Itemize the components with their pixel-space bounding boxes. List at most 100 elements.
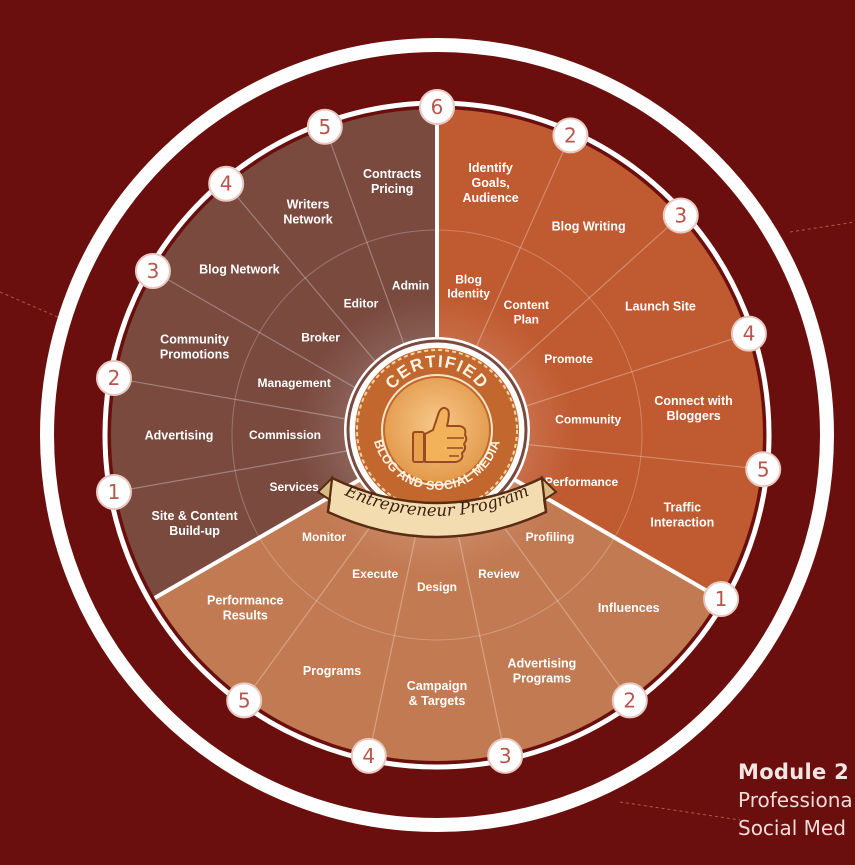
- step-number-bottom: 1: [715, 587, 728, 611]
- spoke-line: [115, 377, 347, 420]
- spoke-line: [368, 524, 419, 755]
- banner-fold-right: [540, 475, 558, 513]
- inner-label-bottom: Monitor: [302, 530, 346, 544]
- outer-ring: [40, 38, 834, 832]
- step-number-circle: [208, 165, 245, 202]
- inner-label-left: Management: [257, 376, 330, 390]
- outer-label-bottom: Influences: [598, 601, 660, 615]
- dashed-connector-right: [789, 221, 855, 233]
- certified-badge: CERTIFIED BLOG AND SOCIAL MEDIA Entrepre…: [316, 337, 558, 539]
- step-number-badge: 2: [95, 360, 132, 397]
- step-number-bottom: 3: [499, 744, 512, 768]
- step-number-right: 4: [743, 322, 756, 346]
- step-number-left: 1: [108, 480, 121, 504]
- step-number-right: 3: [674, 204, 687, 228]
- step-number-circle: [487, 737, 524, 774]
- step-number-circle: [730, 315, 767, 352]
- inner-label-left: Editor: [344, 297, 379, 311]
- inner-label-left: Admin: [392, 279, 429, 293]
- step-number-left: 4: [220, 172, 233, 196]
- step-number-bottom: 2: [623, 688, 636, 712]
- step-number-bottom: 4: [362, 744, 375, 768]
- step-number-left: 6: [431, 95, 444, 119]
- step-number-badge: 4: [730, 315, 767, 352]
- outer-label-bottom: Programs: [303, 664, 361, 678]
- step-number-circle: [95, 473, 132, 510]
- step-number-circle: [611, 682, 648, 719]
- badge-inner-ring: [381, 374, 493, 486]
- spoke-line: [115, 450, 347, 493]
- spoke-line: [473, 136, 571, 352]
- step-number-right: 2: [564, 123, 577, 147]
- step-number-circle: [745, 451, 782, 488]
- inner-label-right: Community: [555, 412, 621, 426]
- step-number-badge: 1: [95, 473, 132, 510]
- inner-label-left: Services: [269, 480, 319, 494]
- step-number-circle: [419, 89, 455, 125]
- outer-label-right: Launch Site: [625, 299, 696, 313]
- spoke-line: [455, 524, 506, 755]
- step-number-circle: [226, 682, 263, 719]
- step-number-badge: 2: [611, 682, 648, 719]
- step-number-right: 5: [757, 457, 770, 481]
- step-number-left: 2: [108, 366, 121, 390]
- step-number-badge: 3: [134, 253, 171, 289]
- dashed-connector-bottom: [619, 801, 741, 821]
- step-number-left: 3: [147, 259, 160, 283]
- step-number-badge: 4: [208, 165, 245, 202]
- spoke-line: [528, 444, 762, 470]
- step-number-circle: [134, 253, 171, 289]
- inner-label-bottom: Review: [478, 567, 520, 581]
- inner-label-right: Performance: [545, 475, 619, 489]
- thumbs-up-icon: [412, 406, 468, 463]
- inner-label-bottom: Design: [417, 580, 457, 594]
- inner-label-bottom: Profiling: [526, 530, 575, 544]
- module-caption-line-2: Social Med: [738, 816, 846, 840]
- outer-label-left: Advertising: [145, 428, 214, 442]
- spoke-line: [490, 509, 630, 700]
- module-caption-line-1: Professiona: [738, 788, 853, 812]
- step-number-badge: 3: [487, 737, 524, 774]
- step-number-bottom: 5: [238, 688, 251, 712]
- step-number-circle: [306, 108, 343, 145]
- step-number-circle: [350, 737, 387, 774]
- spoke-line: [524, 333, 748, 408]
- step-number-badge: 5: [306, 108, 343, 145]
- spoke-line: [244, 509, 384, 700]
- dashed-connector-left: [0, 291, 61, 319]
- outer-label-left: Blog Network: [199, 263, 280, 277]
- step-number-badge: 5: [745, 451, 782, 488]
- step-number-circle: [662, 197, 699, 234]
- step-number-circle: [703, 581, 740, 618]
- inner-label-left: Broker: [301, 330, 340, 344]
- step-number-left: 5: [318, 115, 331, 139]
- inner-label-bottom: Execute: [352, 567, 398, 581]
- badge-stitch-ring: [356, 349, 518, 511]
- outer-label-right: Blog Writing: [552, 220, 626, 234]
- step-number-badge: 1: [703, 581, 740, 618]
- step-number-badge: 5: [226, 682, 263, 719]
- inner-label-right: Promote: [544, 352, 593, 366]
- step-number-badge: 2: [552, 117, 589, 154]
- banner-fold-left: [316, 475, 334, 513]
- step-number-badge: 3: [662, 197, 699, 234]
- spoke-line: [154, 271, 358, 390]
- inner-label-left: Commission: [249, 428, 321, 442]
- outer-label-bottom: Campaign& Targets: [407, 679, 467, 708]
- step-number-badge: 6: [419, 89, 455, 125]
- step-number-badge: 4: [350, 737, 387, 774]
- module-caption: Module 2 Professiona Social Med: [738, 760, 853, 840]
- module-title: Module 2: [738, 760, 850, 784]
